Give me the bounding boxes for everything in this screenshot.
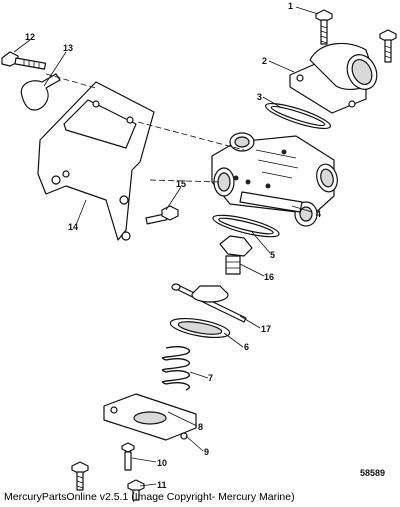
leader-line	[13, 39, 31, 53]
leader-line	[185, 435, 204, 452]
elbow-housing-part-2[interactable]	[289, 42, 382, 114]
callout-6: 6	[244, 342, 249, 352]
callout-1: 1	[288, 1, 293, 11]
callout-9: 9	[204, 447, 209, 457]
callout-16: 16	[264, 272, 274, 282]
leader-line	[167, 411, 198, 427]
thermostat-element-part-16[interactable]	[219, 235, 253, 275]
leader-line	[251, 231, 271, 254]
leader-line	[239, 315, 261, 329]
gasket-part-3[interactable]	[264, 99, 333, 133]
leader-line	[43, 51, 67, 87]
callout-13: 13	[63, 43, 73, 53]
spring-part-7[interactable]	[161, 345, 191, 391]
leader-line	[295, 6, 319, 15]
leader-line	[75, 199, 87, 226]
callout-2: 2	[262, 56, 267, 66]
clamp-part-13[interactable]	[20, 73, 61, 111]
callout-5: 5	[270, 250, 275, 260]
screw-part-10-left[interactable]	[71, 461, 89, 491]
gasket-part-5[interactable]	[211, 211, 280, 241]
leader-line	[268, 60, 295, 73]
thermostat-housing-part-4[interactable]	[211, 132, 340, 227]
leader-line	[291, 205, 313, 213]
leader-line	[189, 371, 209, 379]
diagram-reference-number: 58589	[360, 468, 385, 478]
leader-line	[165, 186, 182, 211]
callout-7: 7	[208, 373, 213, 383]
callout-15: 15	[176, 179, 186, 189]
leader-line	[131, 457, 157, 463]
alignment-line	[137, 121, 245, 151]
callout-8: 8	[198, 422, 203, 432]
thermostat-disc[interactable]	[191, 285, 229, 303]
callout-17: 17	[261, 324, 271, 334]
screw-part-10[interactable]	[121, 442, 135, 471]
footer-caption: MercuryPartsOnline v2.5.1 (Image Copyrig…	[4, 491, 295, 503]
callout-14: 14	[68, 222, 78, 232]
screw-part-1[interactable]	[315, 9, 333, 45]
leader-line	[262, 96, 283, 109]
callout-3: 3	[257, 92, 262, 102]
callout-11: 11	[157, 480, 167, 490]
screw-part-1-right[interactable]	[379, 29, 397, 63]
bolt-part-12[interactable]	[1, 51, 47, 70]
callout-12: 12	[25, 32, 35, 42]
callout-10: 10	[157, 458, 167, 468]
bracket-part-14[interactable]	[37, 81, 155, 241]
seal-part-6[interactable]	[169, 315, 231, 341]
bolt-part-15[interactable]	[145, 205, 179, 225]
screw-part-11[interactable]	[127, 479, 145, 501]
leader-line	[139, 483, 157, 487]
callout-4: 4	[316, 209, 321, 219]
leader-line	[239, 263, 265, 277]
alignment-line	[149, 179, 223, 183]
leader-line	[223, 332, 244, 348]
cover-plate-part-9[interactable]	[103, 393, 197, 441]
